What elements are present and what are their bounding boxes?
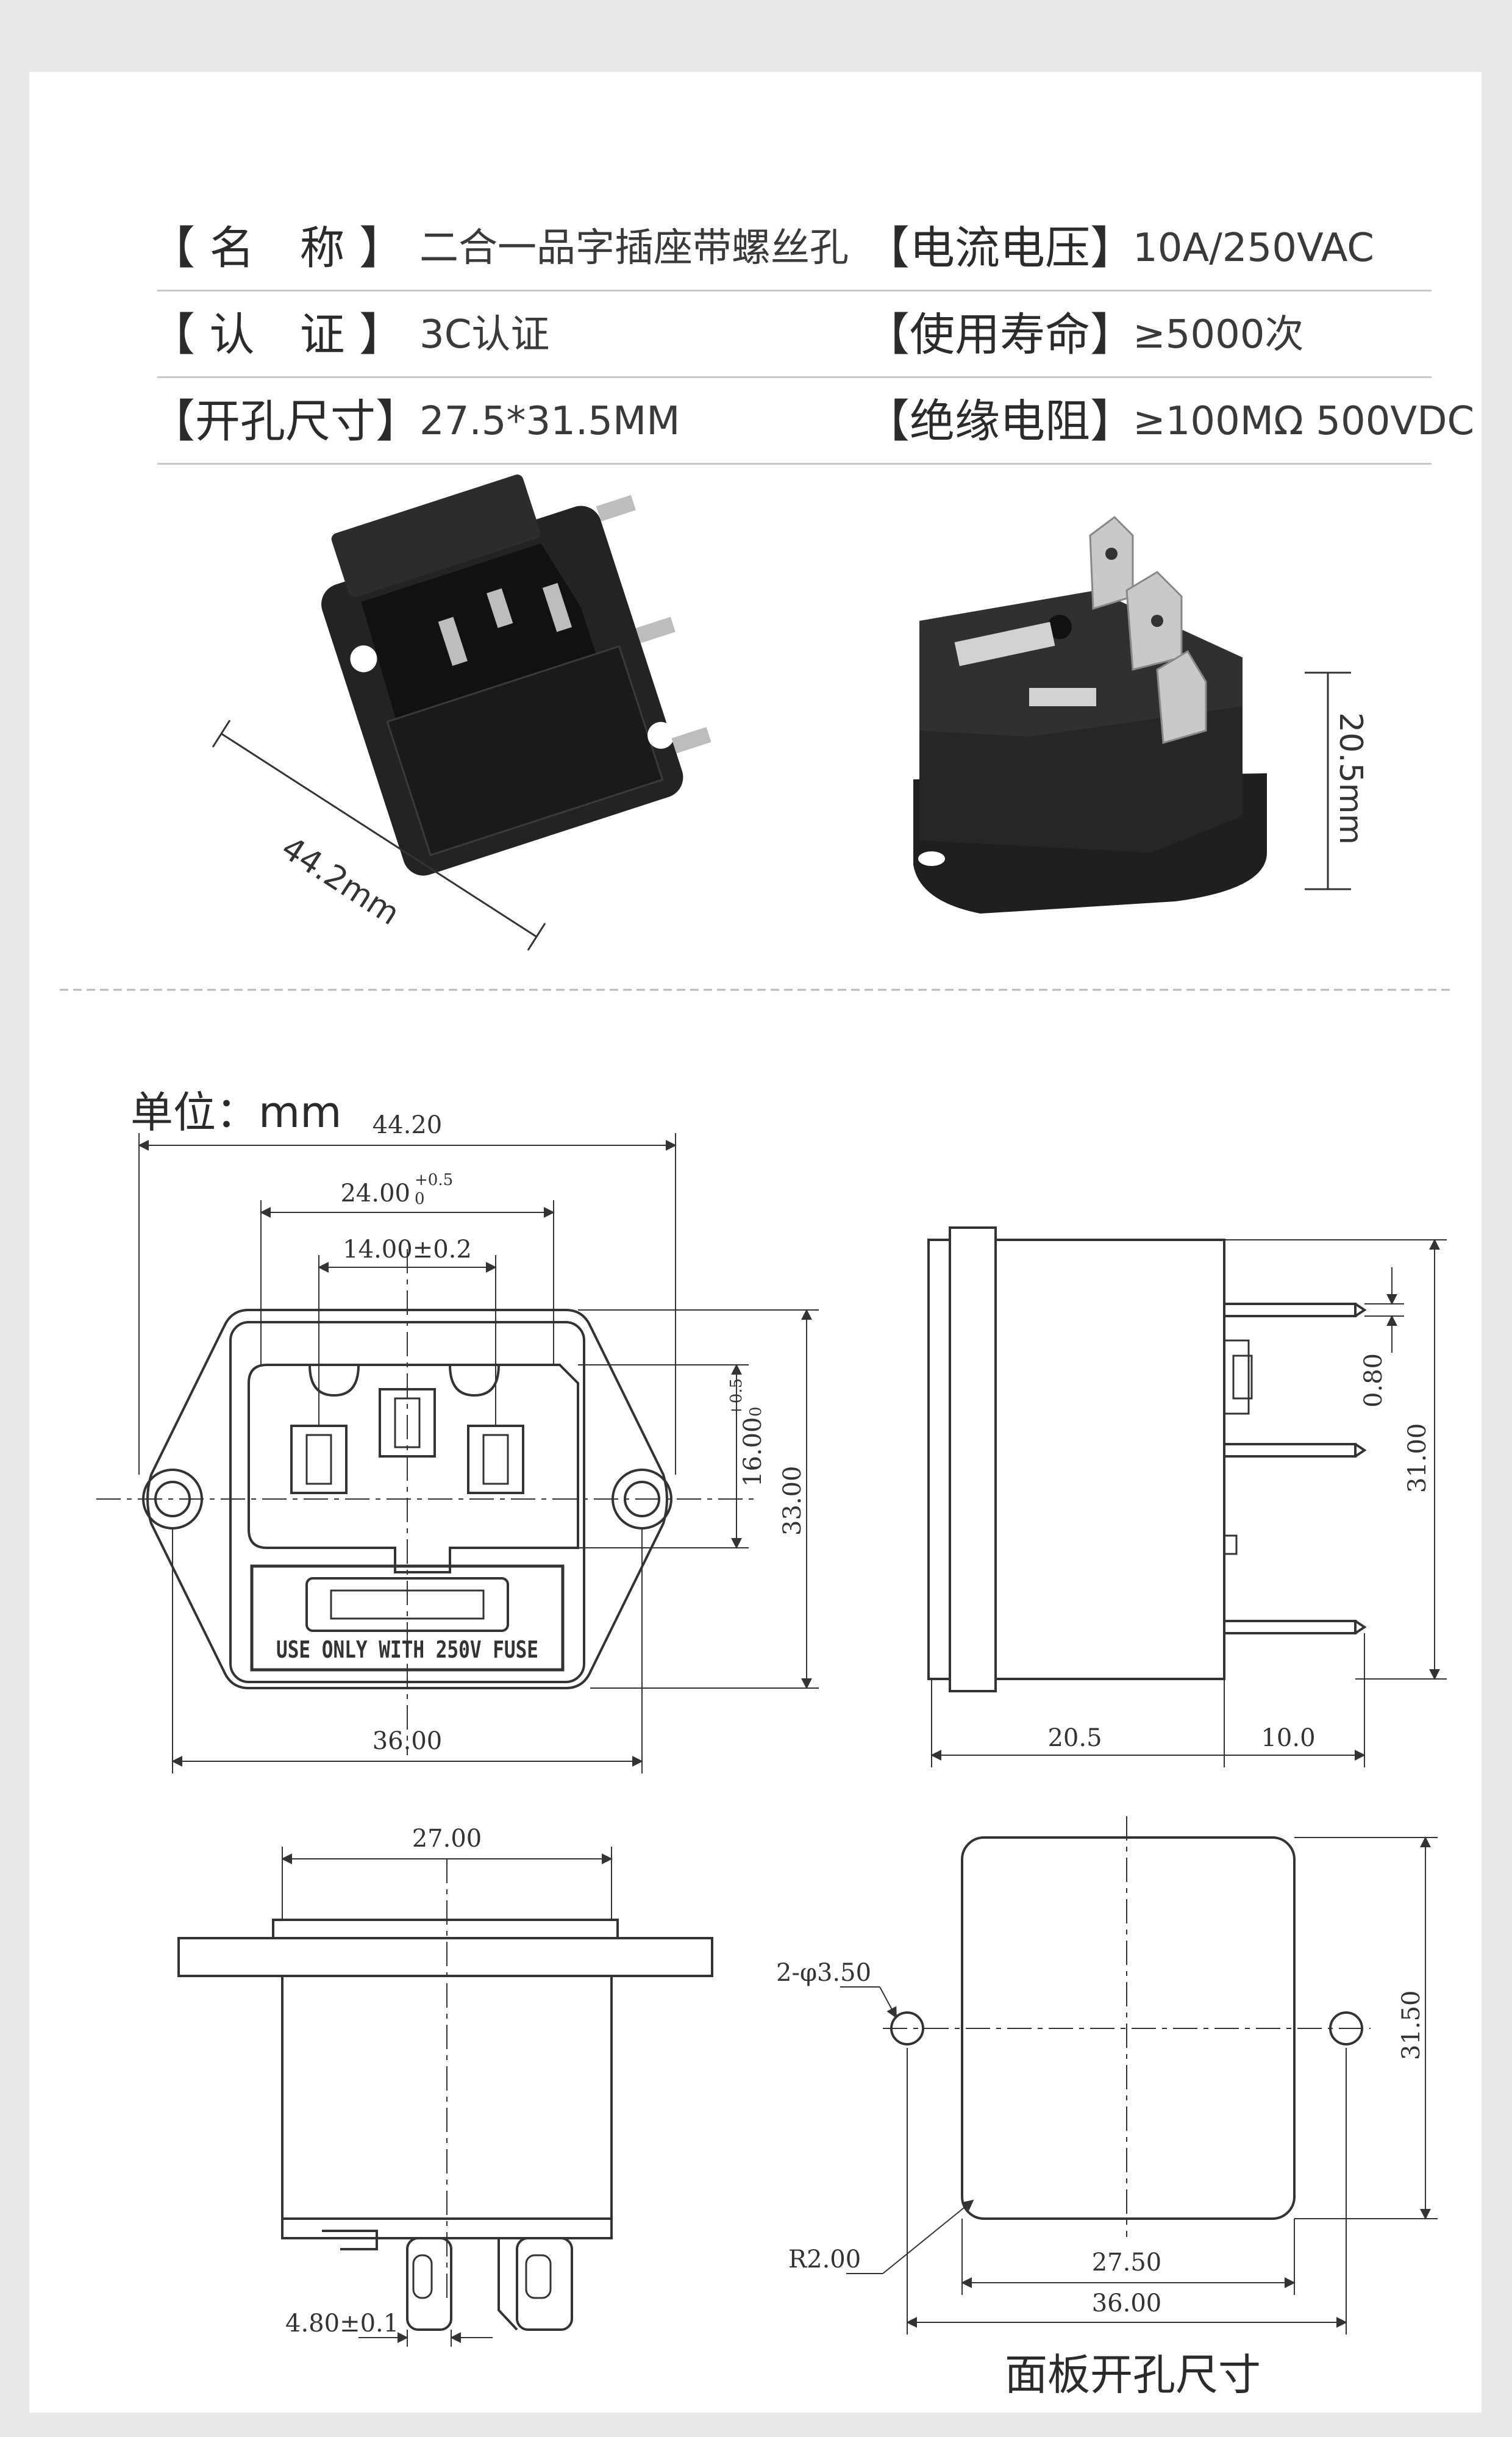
bottom-view-labels: 27.00 4.80±0.1: [285, 1825, 482, 2338]
row-divider: [157, 376, 1432, 378]
spec-label-insulation: 【绝缘电阻】: [865, 395, 1135, 448]
dim-bottom-width: 27.00: [412, 1825, 482, 1853]
dim-inner-tol-upper: +0.5: [415, 1171, 453, 1189]
dim-pins: 14.00±0.2: [343, 1236, 472, 1264]
dim-panel-hole-spacing: 36.00: [1092, 2289, 1162, 2317]
side-view-labels: 0.80 31.00 20.5 10.0: [1047, 1353, 1432, 1752]
panel-cutout-caption: 面板开孔尺寸: [1005, 2350, 1261, 2400]
dim-width: 44.20: [373, 1111, 443, 1139]
bottom-view-drawing: [177, 1847, 713, 2347]
row-divider: [157, 290, 1432, 292]
front-view-labels: 44.20 24.00 +0.5 0 14.00±0.2 16.00 +0.5 …: [276, 1111, 807, 1755]
dim-cutout-height: 31.50: [1397, 1990, 1425, 2060]
spec-value-insulation: ≥100MΩ 500VDC: [1133, 399, 1475, 444]
dim-side-height: 31.00: [1403, 1423, 1432, 1493]
dim-tab: 0.80: [1360, 1353, 1388, 1408]
spec-value-cert: 3C认证: [419, 312, 550, 357]
spec-value-life: ≥5000次: [1133, 312, 1304, 357]
spec-value-name: 二合一品字插座带螺丝孔: [419, 226, 849, 271]
panel-cutout-labels: 2-φ3.50 R2.00 31.50 27.50 36.00: [776, 1959, 1425, 2317]
dim-body-height-tol-lower: 0: [747, 1406, 765, 1417]
dim-side-pins: 10.0: [1261, 1724, 1315, 1752]
dim-inner: 24.00: [340, 1179, 410, 1208]
dim-body-height-tol-upper: +0.5: [727, 1378, 746, 1417]
side-photo: [913, 516, 1267, 914]
panel-cutout-drawing: [840, 1816, 1438, 2335]
dim-radius: R2.00: [788, 2246, 861, 2274]
technical-drawings: 44.20 24.00 +0.5 0 14.00±0.2 16.00 +0.5 …: [96, 1111, 1447, 2347]
front-photo: [321, 474, 711, 876]
spec-label-cert: 【 认 证 】: [150, 309, 405, 361]
unit-label: 单位：mm: [130, 1087, 342, 1137]
dim-height: 33.00: [779, 1465, 807, 1536]
spec-label-cutout: 【开孔尺寸】: [150, 395, 421, 448]
spec-row-cutout: 【开孔尺寸】 27.5*31.5MM 【绝缘电阻】 ≥100MΩ 500VDC: [150, 378, 1474, 465]
front-photo-dim-text: 44.2mm: [275, 830, 406, 933]
spec-row-name: 【 名 称 】 二合一品字插座带螺丝孔 【电流电压】 10A/250VAC: [150, 205, 1432, 292]
spec-label-name: 【 名 称 】: [150, 222, 405, 274]
front-view-drawing: [96, 1133, 819, 1773]
spec-value-cutout: 27.5*31.5MM: [419, 399, 680, 444]
dim-inner-tol-lower: 0: [415, 1190, 425, 1208]
dim-holes: 2-φ3.50: [776, 1959, 871, 1987]
row-divider: [157, 463, 1432, 465]
dim-body-height: 16.00: [739, 1417, 767, 1487]
dim-body: 20.5: [1047, 1724, 1102, 1752]
side-view-drawing: [927, 1226, 1447, 1767]
dim-bottom-tab: 4.80±0.1: [285, 2310, 399, 2338]
fuse-label: USE ONLY WITH 250V FUSE: [276, 1636, 538, 1663]
spec-value-rating: 10A/250VAC: [1133, 226, 1374, 271]
spec-label-rating: 【电流电压】: [865, 222, 1135, 274]
dim-cut-width: 27.50: [1092, 2249, 1162, 2277]
product-photos: 44.2mm 20.5mm: [60, 474, 1451, 991]
spec-row-cert: 【 认 证 】 3C认证 【使用寿命】 ≥5000次: [150, 292, 1432, 378]
side-photo-dim-text: 20.5mm: [1332, 712, 1369, 845]
dim-hole-spacing: 36.00: [373, 1727, 443, 1755]
product-spec-card: 【 名 称 】 二合一品字插座带螺丝孔 【电流电压】 10A/250VAC 【 …: [29, 72, 1482, 2413]
spec-label-life: 【使用寿命】: [865, 309, 1135, 361]
side-photo-dimension: 20.5mm: [1305, 671, 1369, 890]
